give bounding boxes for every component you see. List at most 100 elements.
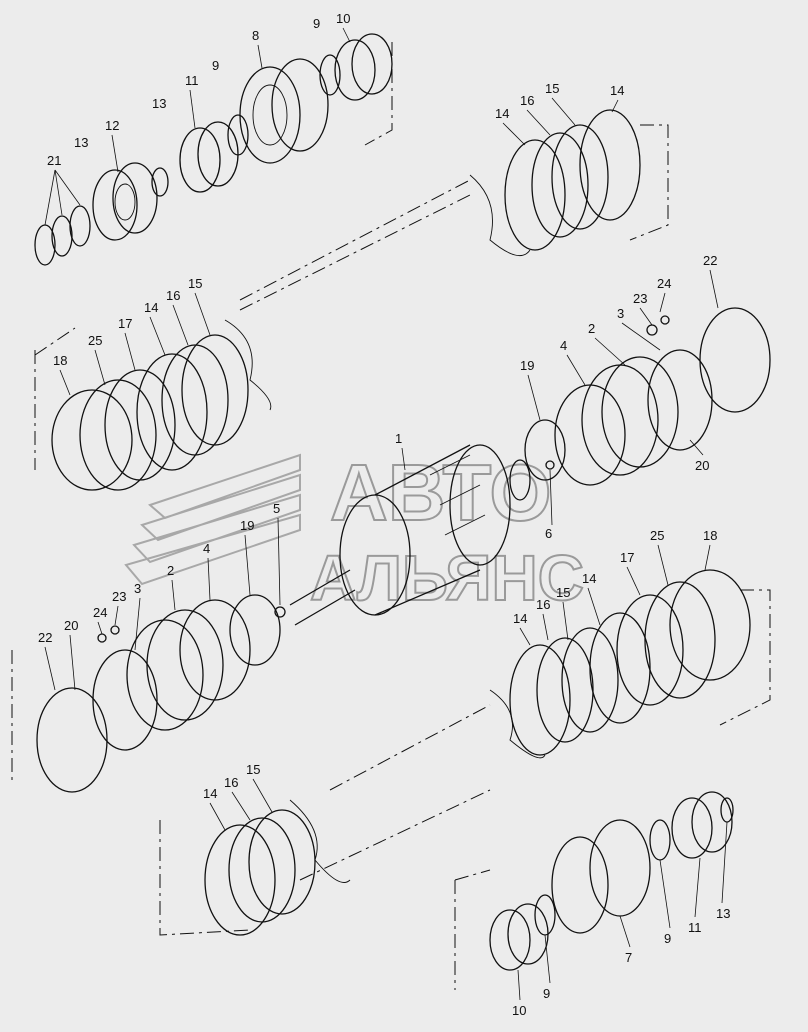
bottom-assembly: [159, 789, 734, 990]
watermark-logo-icon: [124, 453, 301, 586]
callout-label: 17: [118, 316, 132, 331]
ring-19b: [229, 594, 281, 666]
piston-2-back: [601, 356, 679, 468]
leader-ml-right: [519, 544, 711, 646]
bearing-12-bore: [114, 183, 136, 221]
bearing-11-back: [197, 121, 239, 187]
gear-8-front: [239, 66, 301, 164]
plate-17: [104, 369, 176, 481]
callout-label: 11: [185, 73, 199, 88]
callout-label: 15: [246, 762, 260, 777]
mu-axis: [239, 194, 471, 311]
plug-6: [545, 460, 555, 470]
callout-label: 2: [167, 563, 174, 578]
leader-8: [257, 44, 263, 69]
gear-7: [551, 836, 609, 934]
callout-label: 4: [203, 541, 210, 556]
spring-23b: [110, 625, 120, 635]
bearing-11-front: [179, 127, 221, 193]
leader-ml-left: [44, 517, 281, 691]
gear-22: [699, 307, 771, 413]
callout-label: 18: [53, 353, 67, 368]
callout-label: 18: [703, 528, 717, 543]
plate-16b: [536, 637, 594, 743]
drum-1-rear: [449, 444, 511, 566]
plate-15c: [248, 809, 316, 915]
leader-shaft: [401, 447, 553, 526]
callout-label: 14: [513, 611, 527, 626]
snap-ring-21b: [51, 215, 73, 257]
plate-16: [161, 344, 229, 456]
callout-label: 2: [588, 321, 595, 336]
callout-label: 14: [203, 786, 217, 801]
callout-labels: 21 13 12 13 11 9 8 9 10 14 16 15 14 18 2…: [38, 11, 730, 1018]
leader-10: [342, 27, 351, 43]
leader-21: [44, 169, 81, 226]
callout-label: 24: [93, 605, 107, 620]
bottom-axis: [299, 789, 491, 881]
drum-1-side: [374, 444, 481, 616]
plug-5: [274, 606, 286, 618]
top-assembly: [34, 33, 669, 301]
callout-label: 13: [74, 135, 88, 150]
callout-label: 11: [688, 920, 702, 935]
callout-label: 13: [152, 96, 166, 111]
callout-label: 25: [88, 333, 102, 348]
drum-1-holes: [429, 454, 486, 536]
callout-label: 3: [134, 581, 141, 596]
bottom-dash-left: [159, 820, 251, 936]
callout-label: 13: [716, 906, 730, 921]
callout-label: 20: [695, 458, 709, 473]
ring-9c: [534, 894, 556, 936]
drum-shaft-assembly: [274, 444, 555, 626]
watermark-line2: АЛЬЯНС: [310, 542, 584, 614]
callout-label: 10: [336, 11, 350, 26]
ring-9d: [649, 819, 671, 861]
callout-label: 9: [313, 16, 320, 31]
bearing-11b: [671, 797, 713, 859]
bottom-break-line: [289, 799, 351, 883]
ml-break-line: [489, 689, 546, 759]
snap-ring-21c: [69, 205, 91, 247]
shaft-spline: [509, 459, 531, 501]
callout-label: 14: [610, 83, 624, 98]
callout-label: 19: [240, 518, 254, 533]
callout-label: 23: [112, 589, 126, 604]
middle-upper-assembly: [34, 194, 771, 491]
gear-7-back: [589, 819, 651, 917]
ring-3b: [92, 649, 158, 751]
plate-15: [181, 334, 249, 446]
callout-label: 14: [582, 571, 596, 586]
bearing-12-front: [92, 169, 138, 241]
callout-label: 20: [64, 618, 78, 633]
leader-mu-right: [527, 269, 719, 456]
callout-label: 8: [252, 28, 259, 43]
callout-label: 16: [536, 597, 550, 612]
callout-label: 1: [395, 431, 402, 446]
plate-14d: [589, 612, 651, 724]
shaft-1: [289, 569, 356, 626]
callout-label: 15: [188, 276, 202, 291]
plate-25: [79, 379, 157, 491]
callout-label: 4: [560, 338, 567, 353]
spring-23: [646, 324, 658, 336]
piston-2b-back: [126, 619, 204, 731]
ball-24b: [97, 633, 107, 643]
callout-label: 5: [273, 501, 280, 516]
ml-axis: [329, 704, 491, 791]
plate-17b: [616, 594, 684, 706]
callout-label: 17: [620, 550, 634, 565]
snap-ring-18: [51, 389, 133, 491]
ring-4b: [179, 599, 251, 701]
watermark: АВТО АЛЬЯНС: [124, 447, 585, 615]
plate-14c: [509, 644, 571, 756]
plate-14b: [579, 109, 641, 221]
callout-label: 6: [545, 526, 552, 541]
bearing-11b-back: [691, 791, 733, 853]
leader-12: [111, 134, 119, 173]
ring-3: [647, 349, 713, 451]
plate-14a: [504, 139, 566, 251]
callout-label: 14: [144, 300, 158, 315]
